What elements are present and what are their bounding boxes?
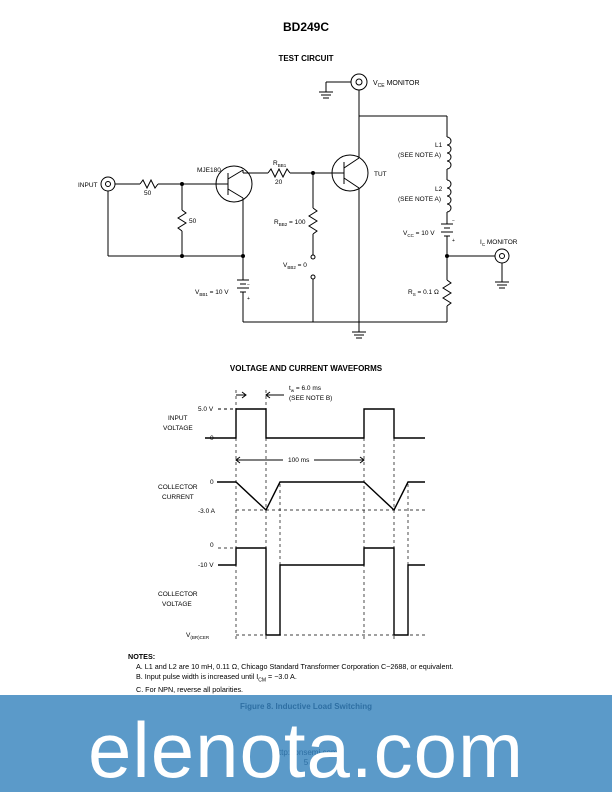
collector-current-label-2: CURRENT	[162, 494, 194, 501]
l1-note: (SEE NOTE A)	[398, 152, 441, 159]
vce-monitor-label: VCE MONITOR	[373, 80, 420, 89]
collector-current-trace	[217, 481, 425, 512]
vcc-label: VCC = 10 V	[403, 230, 435, 238]
vcc-plus: +	[452, 238, 455, 244]
vbb1-minus: −	[247, 282, 250, 288]
input-label: INPUT	[78, 182, 98, 189]
inductor-l1	[446, 136, 452, 170]
resistor-input	[139, 178, 159, 190]
vcc-minus: −	[452, 218, 455, 224]
rbb2-label: RBB2 = 100	[274, 219, 306, 227]
vbb2-terminal	[310, 254, 316, 260]
tut-label: TUT	[374, 171, 387, 178]
collector-current-label-1: COLLECTOR	[158, 484, 198, 491]
level-neg3a: -3.0 A	[198, 508, 216, 515]
resistor-rbb1	[267, 167, 291, 179]
footer-page-number: 5	[303, 758, 309, 767]
driver-label: MJE180	[197, 167, 221, 174]
footer-url[interactable]: http://onsemi.com	[274, 748, 338, 757]
vbb1-plus: +	[247, 296, 250, 302]
watermark-banner	[0, 695, 612, 792]
figure-caption: Figure 8. Inductive Load Switching	[239, 702, 372, 711]
level-0-current: 0	[210, 479, 214, 486]
resistor-rbb2	[308, 207, 318, 235]
vbb1-label: VBB1 = 10 V	[195, 289, 229, 297]
level-neg10v: -10 V	[198, 562, 214, 569]
watermark-text: elenota.com	[88, 706, 524, 794]
collector-voltage-label-1: COLLECTOR	[158, 591, 198, 598]
note-c: C. For NPN, reverse all polarities.	[136, 685, 244, 695]
rbb1-label: RBB1	[273, 160, 287, 168]
rbb1-value: 20	[275, 179, 283, 186]
resistor-shunt	[177, 209, 187, 232]
l1-label: L1	[435, 142, 443, 149]
resistor-rs	[442, 279, 452, 307]
input-voltage-label-2: VOLTAGE	[163, 425, 193, 432]
period-label: 100 ms	[288, 457, 310, 464]
page-title: BD249C	[282, 20, 330, 34]
ic-monitor-label: IC MONITOR	[480, 239, 518, 247]
test-circuit-title: TEST CIRCUIT	[278, 54, 334, 63]
collector-voltage-label-2: VOLTAGE	[162, 601, 192, 608]
waveform-diagram: tw = 6.0 ms (SEE NOTE B) INPUT VOLTAGE 5…	[158, 385, 425, 640]
r-input-label: 50	[144, 190, 152, 197]
collector-voltage-trace	[218, 547, 425, 636]
vbb2-label: VBB2 = 0	[283, 262, 307, 270]
tw-note: (SEE NOTE B)	[289, 395, 332, 402]
r-shunt-label: 50	[189, 218, 197, 225]
input-voltage-label-1: INPUT	[168, 415, 188, 422]
waveforms-title: VOLTAGE AND CURRENT WAVEFORMS	[229, 364, 383, 373]
level-5v: 5.0 V	[198, 406, 214, 413]
level-0-input: 0	[210, 435, 214, 442]
l2-label: L2	[435, 186, 443, 193]
notes-block: NOTES: A. L1 and L2 are 10 mH, 0.11 Ω, C…	[128, 652, 453, 695]
vbr-label: V(BR)CER	[186, 632, 210, 640]
note-a: A. L1 and L2 are 10 mH, 0.11 Ω, Chicago …	[136, 662, 454, 671]
tw-label: tw = 6.0 ms	[289, 385, 322, 393]
l2-note: (SEE NOTE A)	[398, 196, 441, 203]
inductor-l2	[446, 179, 452, 213]
rs-label: RS = 0.1 Ω	[408, 289, 439, 297]
input-voltage-trace	[205, 408, 425, 439]
note-b: B. Input pulse width is increased until …	[136, 672, 297, 684]
notes-heading: NOTES:	[128, 652, 156, 661]
level-0-voltage: 0	[210, 542, 214, 549]
schematic-diagram: VCE MONITOR	[78, 73, 518, 339]
